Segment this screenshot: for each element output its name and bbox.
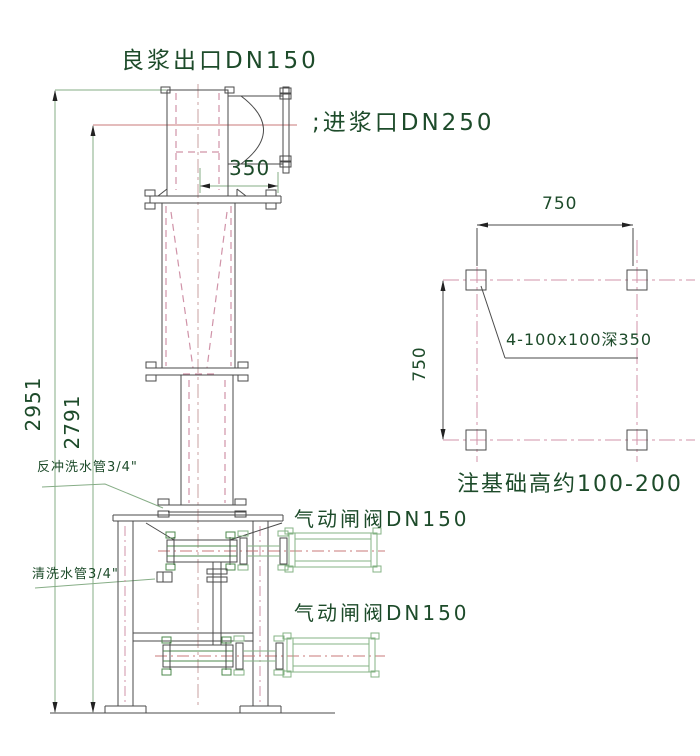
inlet-flange	[282, 86, 290, 174]
lower-valve-label: 气动闸阀DN150	[294, 601, 470, 625]
upper-valve-label: 气动闸阀DN150	[294, 507, 470, 531]
support-platform	[112, 514, 284, 522]
anchor-holes-label: 4-100x100深350	[506, 330, 653, 349]
plan-width-dim: 750	[542, 194, 578, 214]
backflush-pipe-label: 反冲洗水管3/4"	[37, 460, 138, 475]
support-legs	[104, 521, 282, 713]
anchor-leader-line	[480, 285, 638, 359]
flush-leader-line	[34, 578, 156, 589]
main-body-hidden-cone	[165, 206, 232, 375]
foundation-centerlines	[443, 240, 695, 462]
flush-pipe-stub	[156, 571, 173, 583]
inter-valve-pipe	[206, 562, 228, 645]
gate-valve-2	[155, 632, 385, 678]
outlet-label: 良浆出口DN150	[121, 48, 319, 74]
anchor-pockets	[465, 269, 648, 451]
pneumatic-actuator-1	[284, 527, 382, 573]
inlet-flange-bolt-bottom	[279, 155, 292, 162]
backflush-connection	[157, 498, 170, 506]
foundation-plan	[440, 222, 695, 462]
inlet-offset-dim: 350	[229, 156, 271, 180]
inlet-height-dim: 2791	[60, 394, 84, 450]
outlet-column-hidden-lines	[175, 93, 220, 190]
foundation-note: 注基础高约100-200	[457, 472, 683, 497]
dimension-inlet-offset-350	[199, 168, 279, 193]
inlet-flange-bolt-top	[279, 87, 292, 94]
inlet-label: ;进浆口DN250	[312, 110, 495, 136]
flush-pipe-label: 清洗水管3/4"	[32, 567, 119, 582]
dimension-inlet-height-2791	[90, 125, 96, 713]
main-body	[161, 203, 236, 368]
lower-cylinder-hidden-lines	[188, 380, 226, 503]
cross-beam	[133, 632, 253, 642]
discharge-hopper	[145, 522, 283, 541]
inlet-reducer-curve	[240, 95, 264, 165]
plan-dimension-depth	[440, 280, 446, 440]
gate-valve-1	[158, 527, 385, 573]
plan-dimension-width	[476, 222, 634, 266]
inlet-duct	[228, 86, 292, 174]
bottom-flange	[157, 498, 247, 518]
backflush-leader-line	[41, 483, 164, 509]
dimension-total-height-2951	[52, 89, 166, 713]
pneumatic-actuator-2	[282, 632, 380, 678]
upper-flange	[144, 188, 282, 210]
lower-cylinder	[180, 375, 234, 505]
total-height-dim: 2951	[21, 376, 45, 432]
plan-depth-dim: 750	[410, 346, 430, 382]
mid-flange	[145, 361, 249, 382]
